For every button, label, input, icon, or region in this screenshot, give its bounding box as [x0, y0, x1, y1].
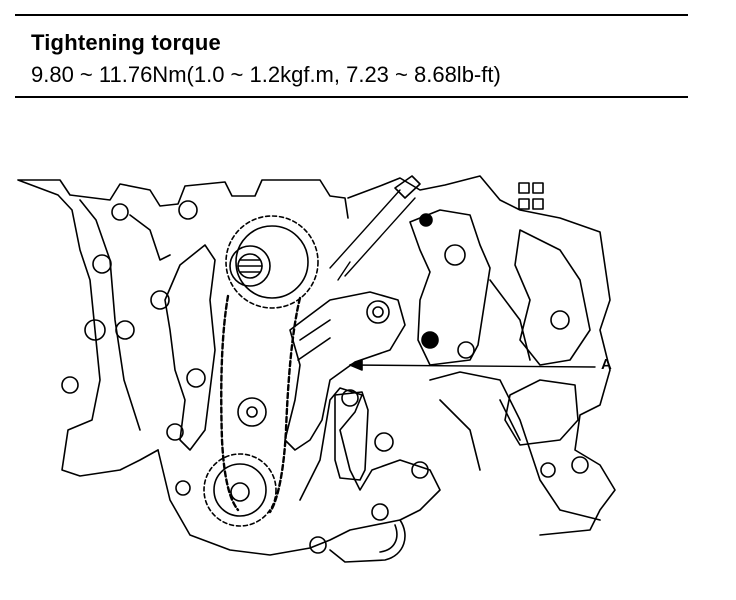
block-boss-5: [111, 203, 129, 221]
cam-sprocket-outer: [225, 215, 319, 309]
callout-arrow-a: [349, 364, 596, 368]
callout-label-a: A: [601, 356, 612, 373]
idler-hub: [246, 406, 258, 418]
guide-slot: [297, 319, 331, 361]
tensioner-bolt-top: [150, 290, 170, 310]
cam-sprocket-hub: [229, 245, 271, 287]
cam-sprocket-thread: [237, 259, 263, 273]
right-housing: [514, 229, 591, 366]
block-lines-right: [439, 279, 531, 471]
oil-pump-body: [334, 391, 369, 481]
crank-bolt-bottom: [309, 536, 327, 554]
guide-bolt: [366, 300, 390, 324]
engine-block-left: [17, 179, 349, 477]
lower-housing: [157, 387, 441, 556]
crank-bolt-left: [175, 480, 191, 496]
plate-bolt-2: [421, 331, 439, 349]
chain-guide-right: [284, 291, 406, 451]
block-rib-2: [129, 214, 171, 261]
right-boss-1: [550, 310, 570, 330]
cap-square-1: [518, 182, 530, 194]
crank-hub: [230, 482, 250, 502]
pump-outlet: [329, 519, 406, 563]
rod-cap: [394, 175, 421, 199]
cap-square-2: [532, 182, 544, 194]
tensioner-bolt-low: [166, 423, 184, 441]
torque-spec-box: Tightening torque 9.80 ~ 11.76Nm(1.0 ~ 1…: [15, 14, 688, 98]
tensioner-bolt-mid: [186, 368, 206, 388]
crank-sprocket-outer: [203, 453, 277, 527]
plate-bolt-4: [419, 213, 433, 227]
guide-bolt-inner: [372, 306, 384, 318]
crank-sprocket-inner: [213, 463, 267, 517]
block-rib-1: [79, 199, 141, 431]
engine-block-top-right: [347, 175, 616, 536]
right-boss-3: [571, 456, 589, 474]
block-boss-4: [61, 376, 79, 394]
block-right-lower: [429, 371, 601, 521]
block-boss-2: [84, 319, 106, 341]
timing-chain: [220, 294, 302, 514]
right-boss-2: [540, 462, 556, 478]
tensioner-arm-left: [164, 244, 216, 451]
pump-bolt-3: [371, 503, 389, 521]
cap-square-4: [532, 198, 544, 210]
block-boss-3: [115, 320, 135, 340]
plate-bolt-3: [457, 341, 475, 359]
spec-value: 9.80 ~ 11.76Nm(1.0 ~ 1.2kgf.m, 7.23 ~ 8.…: [31, 62, 501, 87]
cam-sprocket-inner: [235, 225, 309, 299]
pump-bolt-1: [341, 389, 359, 407]
callout-arrowhead: [349, 359, 363, 371]
spec-title: Tightening torque: [31, 30, 221, 55]
block-boss-1: [92, 254, 112, 274]
timing-chain-diagram: [17, 175, 616, 563]
cap-square-3: [518, 198, 530, 210]
plate-bolt-1: [444, 244, 466, 266]
rod-diagonal: [329, 189, 416, 281]
pump-bolt-4: [411, 461, 429, 479]
pump-outlet-2: [379, 524, 398, 553]
pump-bolt-2: [374, 432, 394, 452]
block-boss-6: [178, 200, 198, 220]
idler-wheel: [237, 397, 267, 427]
